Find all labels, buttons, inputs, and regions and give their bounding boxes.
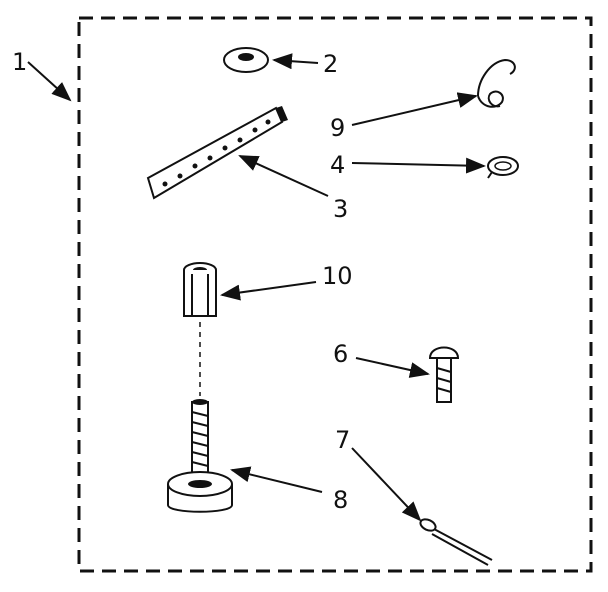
callout-8: 8 [333, 486, 348, 514]
leader-6 [355, 357, 430, 378]
callout-3: 3 [333, 195, 348, 223]
kit-boundary [77, 16, 593, 573]
leader-9 [351, 92, 478, 126]
callout-10: 10 [322, 262, 353, 290]
leader-3 [238, 155, 329, 197]
leveling-leg-part [167, 399, 233, 513]
leader-8 [230, 466, 323, 493]
callout-9: 9 [330, 114, 345, 142]
callout-6: 6 [333, 340, 348, 368]
leader-4 [351, 157, 486, 174]
carriage-bolt-part [428, 346, 460, 403]
hook-clip-part [477, 58, 516, 108]
cotter-pin-part [419, 518, 493, 566]
leader-7 [351, 447, 422, 522]
leader-10 [220, 281, 317, 301]
hex-nut-part [183, 262, 217, 317]
callout-4: 4 [330, 151, 345, 179]
callout-7: 7 [335, 426, 350, 454]
clamp-ring-part [487, 156, 519, 179]
bracket-bar-part [146, 106, 288, 200]
callout-2: 2 [323, 50, 338, 78]
callout-1: 1 [12, 48, 27, 76]
washer-part [223, 47, 269, 73]
leader-1 [27, 61, 72, 102]
leader-2 [272, 53, 319, 70]
